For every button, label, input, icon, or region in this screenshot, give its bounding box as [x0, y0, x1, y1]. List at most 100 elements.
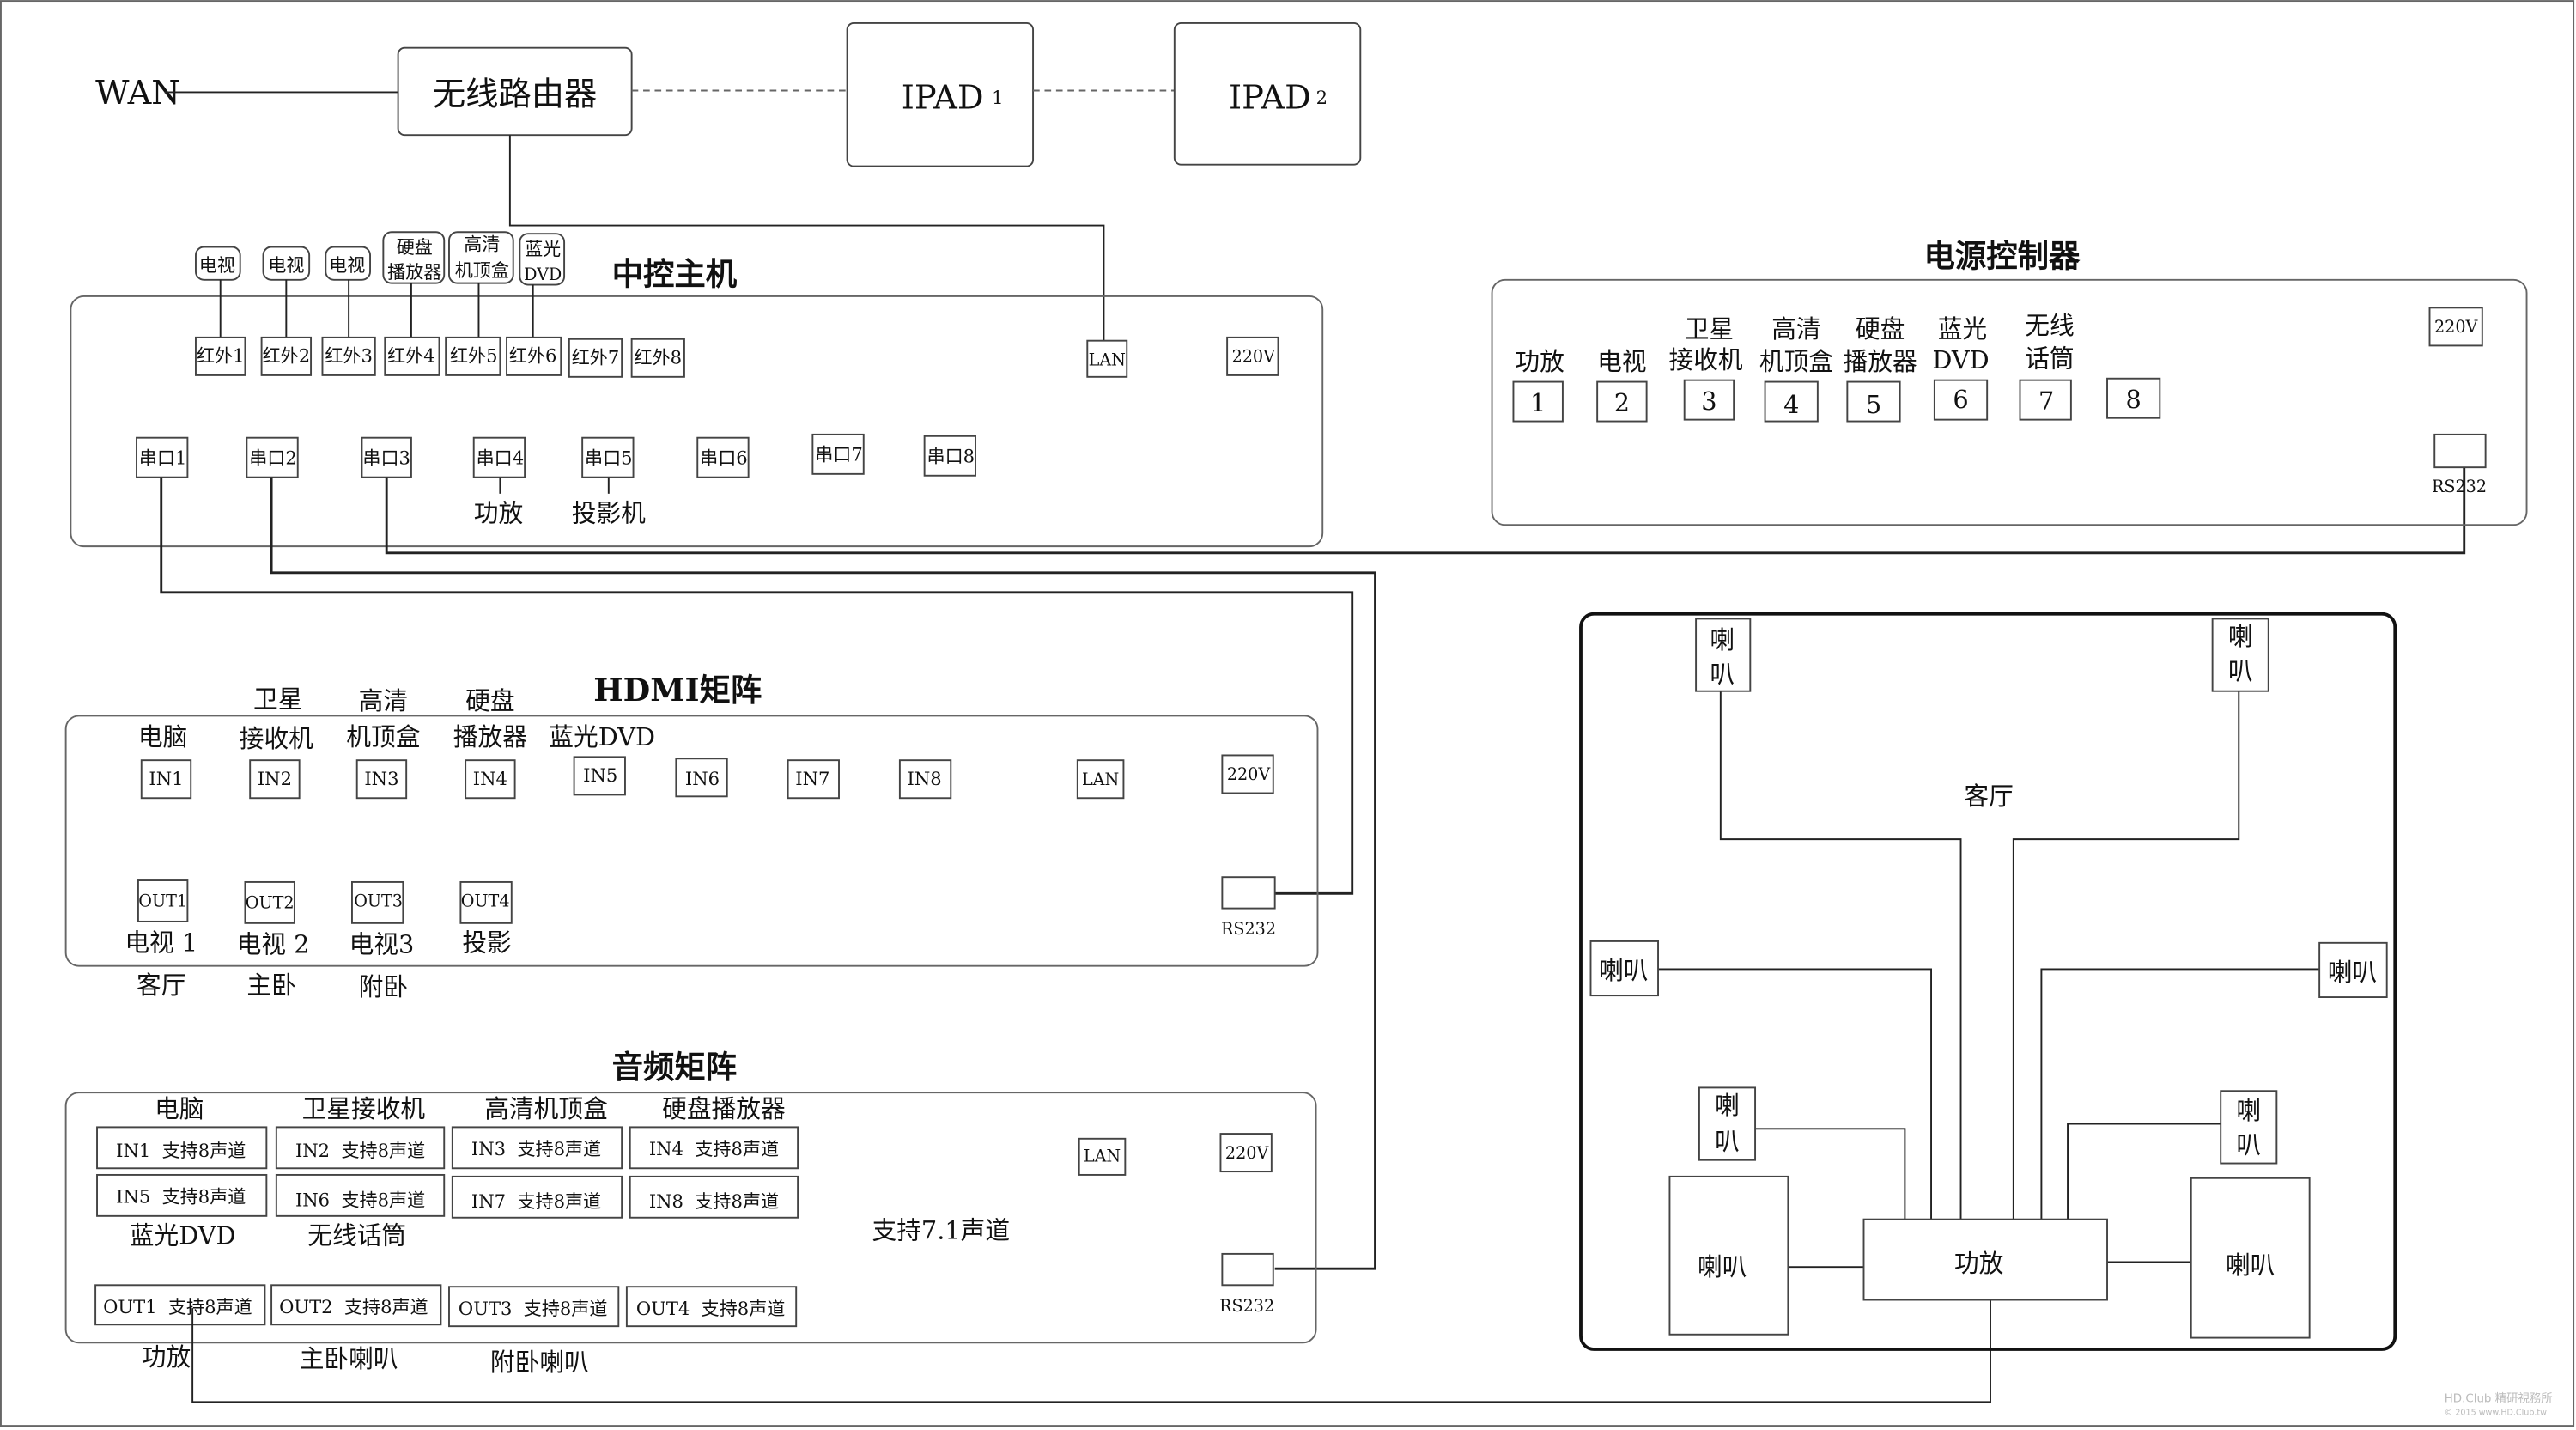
hdmi-in-5[interactable]: IN5	[583, 764, 617, 786]
power-outlet-3[interactable]: 3	[1701, 386, 1716, 416]
hdmi-rs232[interactable]: RS232	[1221, 919, 1276, 939]
audio-out-1[interactable]: OUT1 支持8声道	[103, 1296, 252, 1317]
ir-port-7[interactable]: 红外7	[572, 346, 620, 368]
power-outlet-7[interactable]: 7	[2038, 386, 2054, 416]
hdmi-label-top: 硬盘	[465, 686, 514, 715]
serial-port-3[interactable]: 串口3	[362, 447, 410, 468]
hdmi-out-label: 电视 2	[237, 929, 310, 958]
ir-ports: 红外1 红外2 红外3 红外4 红外5 红外6 红外7 红外8	[195, 336, 685, 378]
speaker-floor-right[interactable]: 喇叭	[2190, 1177, 2311, 1339]
speaker-side-right[interactable]: 喇叭	[2318, 941, 2388, 999]
hdmi-in-2[interactable]: IN2	[258, 768, 292, 789]
hdmi-in-3[interactable]: IN3	[364, 768, 398, 789]
device-hdd-2: 播放器	[387, 261, 441, 283]
hdmi-in-8[interactable]: IN8	[908, 768, 942, 789]
amplifier-box[interactable]: 功放	[1862, 1218, 2108, 1301]
speaker-label: 喇	[1715, 1091, 1740, 1120]
speaker-front-left[interactable]: 喇 叭	[1695, 618, 1752, 692]
hdmi-out-label: 投影	[462, 928, 511, 957]
hdmi-in-6[interactable]: IN6	[685, 768, 720, 789]
power-label-top: 高清	[1771, 314, 1820, 344]
speaker-label: 喇	[1710, 625, 1735, 654]
audio-in-3[interactable]: IN3 支持8声道	[471, 1138, 601, 1159]
audio-channel-note: 支持7.1声道	[872, 1216, 1011, 1245]
audio-in-2[interactable]: IN2 支持8声道	[295, 1140, 425, 1161]
ipad-2-box[interactable]: IPAD 2	[1173, 21, 1362, 166]
ir-port-8[interactable]: 红外8	[635, 346, 683, 368]
power-outlet-8[interactable]: 8	[2126, 385, 2142, 414]
ir-port-3[interactable]: 红外3	[325, 345, 373, 367]
speaker-label: 喇叭	[2328, 958, 2377, 987]
hdmi-power-port[interactable]: 220V	[1227, 764, 1272, 784]
hdmi-in-1[interactable]: IN1	[149, 768, 183, 789]
controller-lan-port[interactable]: LAN	[1089, 350, 1126, 369]
serial-port-2[interactable]: 串口2	[249, 447, 297, 468]
power-outlet-4[interactable]: 4	[1783, 390, 1799, 419]
controller-box	[70, 295, 1324, 548]
router-box[interactable]: 无线路由器	[397, 46, 633, 137]
speaker-rear-left[interactable]: 喇 叭	[1698, 1086, 1757, 1161]
audio-in-7[interactable]: IN7 支持8声道	[471, 1190, 601, 1212]
audio-rs232[interactable]: RS232	[1219, 1296, 1274, 1316]
audio-label-top: 电脑	[155, 1094, 204, 1123]
speaker-rear-right[interactable]: 喇 叭	[2220, 1090, 2278, 1165]
ir-port-6[interactable]: 红外6	[509, 345, 557, 367]
power-label: 功放	[1515, 347, 1564, 376]
audio-in-8[interactable]: IN8 支持8声道	[649, 1190, 779, 1212]
hdmi-in-4[interactable]: IN4	[473, 768, 507, 789]
hdmi-out-2[interactable]: OUT2	[246, 893, 295, 913]
ir-port-2[interactable]: 红外2	[263, 345, 311, 367]
power-outlet-6[interactable]: 6	[1953, 385, 1968, 414]
ir-port-5[interactable]: 红外5	[450, 345, 498, 367]
hdmi-out-4[interactable]: OUT4	[461, 891, 510, 911]
speaker-side-left[interactable]: 喇叭	[1589, 940, 1659, 997]
hdmi-matrix: HDMI矩阵 卫星 高清 硬盘 电脑 接收机 机顶盒 播放器 蓝光DVD IN1…	[64, 672, 1319, 1001]
serial-port-6[interactable]: 串口6	[700, 447, 748, 468]
audio-in-1[interactable]: IN1 支持8声道	[116, 1140, 246, 1161]
power-outlet-2[interactable]: 2	[1614, 388, 1630, 417]
device-bluray-1: 蓝光	[525, 238, 561, 259]
power-outlet-1[interactable]: 1	[1530, 388, 1546, 417]
hdmi-in-7[interactable]: IN7	[795, 768, 829, 789]
ipad-1-box[interactable]: IPAD 1	[846, 21, 1035, 167]
audio-out-label: 附卧喇叭	[490, 1348, 589, 1377]
central-controller: 中控主机 电视 电视 电视 硬盘 播放器 高清 机顶盒 蓝光 DVD 红外1 红…	[70, 231, 1324, 548]
audio-lan-port[interactable]: LAN	[1084, 1147, 1121, 1166]
audio-in-4[interactable]: IN4 支持8声道	[649, 1138, 779, 1159]
hdmi-lan-port[interactable]: LAN	[1082, 770, 1119, 789]
hdmi-out-label: 电视3	[349, 929, 415, 958]
hdmi-label: 播放器	[453, 722, 527, 752]
network-section: WAN 无线路由器 IPAD 1 IPAD 2	[95, 21, 1362, 341]
audio-out-4[interactable]: OUT4 支持8声道	[636, 1298, 786, 1319]
power-outlet-5[interactable]: 5	[1866, 390, 1881, 419]
hdmi-out-3[interactable]: OUT3	[354, 891, 403, 911]
speaker-label: 叭	[1715, 1127, 1740, 1156]
speaker-floor-left[interactable]: 喇叭	[1668, 1175, 1789, 1336]
ir-port-4[interactable]: 红外4	[387, 345, 435, 367]
serial-4-label: 功放	[474, 498, 523, 527]
serial-port-7[interactable]: 串口7	[815, 444, 863, 466]
serial-port-5[interactable]: 串口5	[585, 447, 633, 468]
power-controller-rs232[interactable]: RS232	[2432, 477, 2487, 496]
serial-5-label: 投影机	[572, 498, 646, 527]
serial-port-8[interactable]: 串口8	[927, 445, 975, 466]
power-controller-power-port[interactable]: 220V	[2434, 317, 2479, 337]
speaker-front-right[interactable]: 喇 叭	[2211, 618, 2269, 692]
audio-power-port[interactable]: 220V	[1225, 1143, 1270, 1163]
audio-in-5[interactable]: IN5 支持8声道	[116, 1186, 246, 1208]
serial-port-1[interactable]: 串口1	[139, 447, 187, 468]
power-controller-title: 电源控制器	[1923, 237, 2081, 274]
serial-port-4[interactable]: 串口4	[477, 447, 525, 468]
audio-out-label: 主卧喇叭	[300, 1344, 398, 1373]
ipad-1-label: IPAD	[902, 79, 984, 118]
power-label-top: 硬盘	[1856, 314, 1905, 344]
ir-port-1[interactable]: 红外1	[197, 345, 245, 367]
speaker-label: 叭	[1710, 660, 1735, 689]
audio-in-6[interactable]: IN6 支持8声道	[295, 1189, 425, 1210]
audio-out-3[interactable]: OUT3 支持8声道	[459, 1298, 608, 1319]
controller-power-port[interactable]: 220V	[1232, 347, 1277, 367]
hdmi-out-1[interactable]: OUT1	[138, 891, 187, 911]
power-label: 话筒	[2025, 344, 2074, 373]
audio-out-2[interactable]: OUT2 支持8声道	[279, 1296, 428, 1317]
